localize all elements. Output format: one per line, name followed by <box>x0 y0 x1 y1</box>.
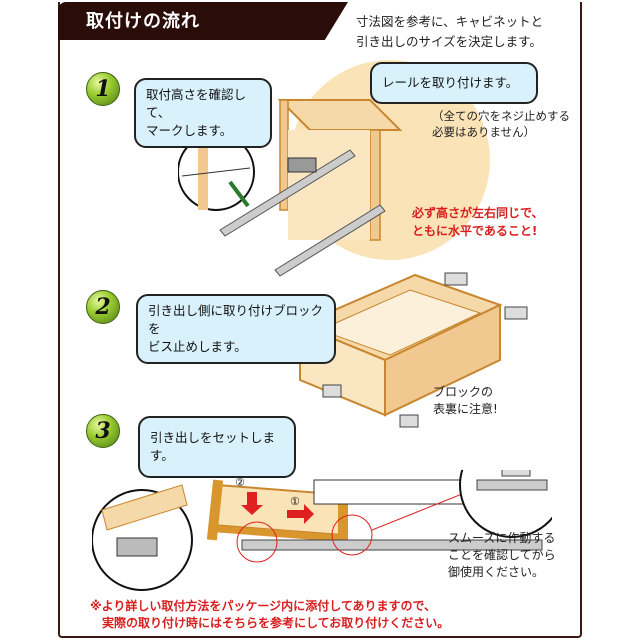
step-1-badge: 1 <box>86 72 120 106</box>
step-3-badge: 3 <box>86 414 120 448</box>
cabinet-rail-illustration <box>219 99 403 277</box>
step1-bubble-rail: レールを取り付けます。 <box>370 62 538 104</box>
step3-bubble-set: 引き出しをセットします。 <box>138 416 296 478</box>
step1-screw-note: （全ての穴をネジ止めする 必要はありません） <box>432 109 570 139</box>
drawer-block-illustration <box>297 272 528 428</box>
step3-check-note: スムーズに作動する ことを確認してから 御使用ください。 <box>448 531 556 579</box>
step2-orientation-note: ブロックの 表裏に注意! <box>433 385 498 416</box>
arrow-label-2: ② <box>235 476 245 489</box>
arrow-label-1: ① <box>290 495 300 508</box>
footer-note: ※より詳しい取付方法をパッケージ内に添付してありますので、 実際の取り付け時には… <box>90 599 450 630</box>
drawer-insert-illustration: ② ① <box>92 470 552 591</box>
page-title: 取付けの流れ <box>86 11 200 32</box>
step1-level-warning: 必ず高さが左右同じで、 ともに水平であること! <box>412 206 544 238</box>
step1-bubble-mark: 取付高さを確認して、 マークします。 <box>134 78 272 148</box>
step-2-badge: 2 <box>86 290 120 324</box>
header-tab <box>58 2 348 40</box>
step2-bubble-block: 引き出し側に取り付けブロックを ビス止めします。 <box>136 294 336 364</box>
intro-text: 寸法図を参考に、キャビネットと 引き出しのサイズを決定します。 <box>356 14 544 49</box>
